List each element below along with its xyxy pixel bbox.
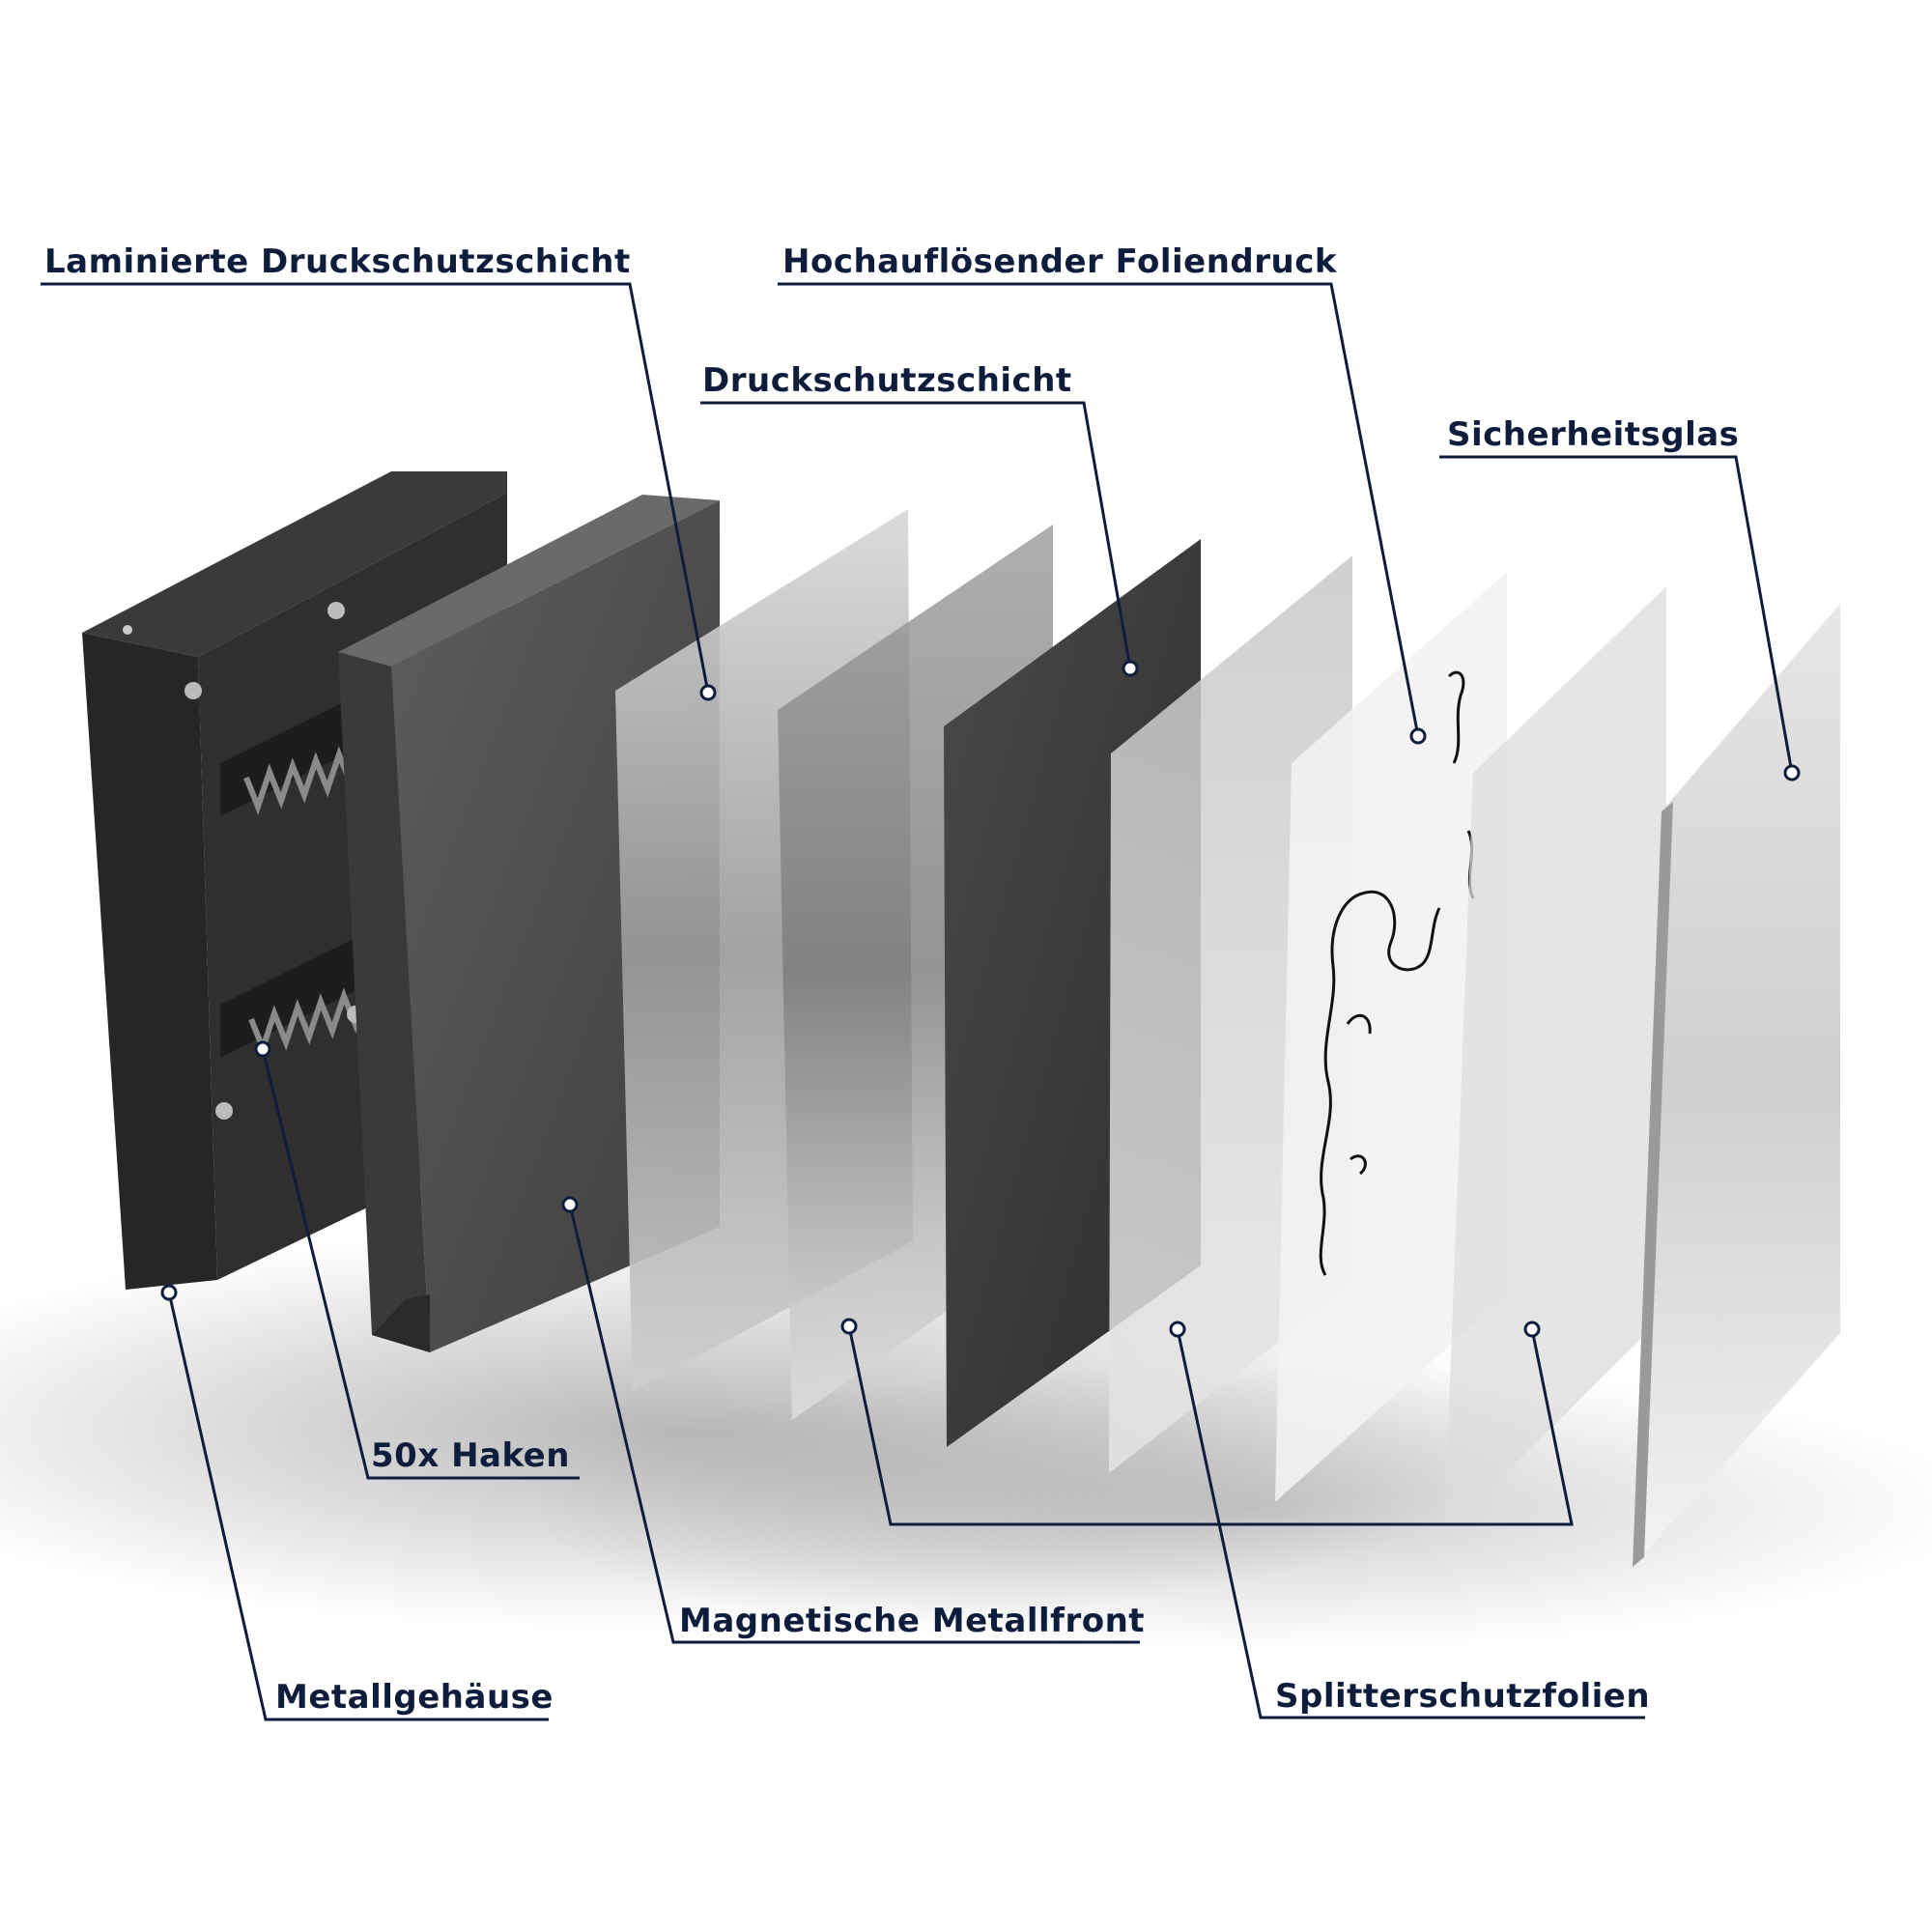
anchor-hires-print bbox=[1409, 727, 1427, 745]
anchor-dots bbox=[160, 660, 1801, 1338]
leader-metal-housing bbox=[167, 1292, 549, 1721]
leader-safety-glass bbox=[1439, 455, 1794, 774]
label-splinter-films: Splitterschutzfolien bbox=[1275, 1677, 1651, 1716]
label-metal-housing: Metallgehäuse bbox=[275, 1678, 554, 1717]
label-safety-glass: Sicherheitsglas bbox=[1447, 415, 1740, 454]
leader-laminated bbox=[41, 282, 710, 694]
leader-splinter-1 bbox=[847, 1325, 1574, 1526]
hires-print-graphic bbox=[1275, 572, 1507, 1502]
anchor-splinter-2 bbox=[1169, 1321, 1186, 1338]
anchor-magnetic-front bbox=[561, 1196, 579, 1213]
leader-lines bbox=[41, 282, 1794, 1721]
label-magnetic-front: Magnetische Metallfront bbox=[679, 1602, 1146, 1640]
anchor-metal-housing bbox=[160, 1284, 178, 1301]
anchor-hooks bbox=[254, 1040, 271, 1058]
leader-splinter-main bbox=[1176, 1328, 1645, 1719]
label-hooks: 50x Haken bbox=[371, 1436, 570, 1475]
leader-protection bbox=[700, 401, 1132, 669]
label-laminated-layer: Laminierte Druckschutzschicht bbox=[44, 242, 631, 281]
anchor-splinter-3 bbox=[1523, 1321, 1541, 1338]
anchor-protection bbox=[1122, 660, 1139, 677]
label-protection-layer: Druckschutzschicht bbox=[702, 361, 1072, 400]
face-line-art bbox=[1319, 670, 1475, 1276]
safety-glass-graphic bbox=[1633, 604, 1840, 1567]
leader-hooks bbox=[261, 1048, 580, 1480]
splinter-film-3-graphic bbox=[1444, 586, 1666, 1534]
anchor-safety-glass bbox=[1783, 764, 1801, 781]
anchor-laminated bbox=[699, 684, 717, 701]
label-hires-print: Hochauflösender Foliendruck bbox=[782, 242, 1337, 281]
leader-hires-print bbox=[778, 282, 1420, 737]
anchor-splinter-1 bbox=[840, 1318, 858, 1335]
leader-magnetic-front bbox=[568, 1204, 1140, 1644]
